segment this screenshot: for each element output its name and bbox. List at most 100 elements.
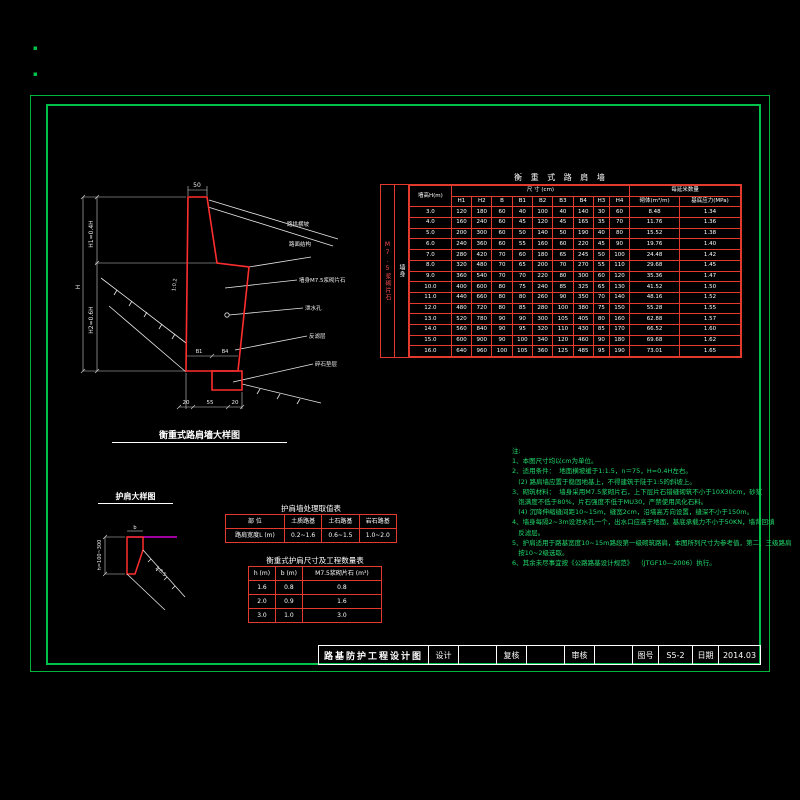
table-cell: 80 [552, 270, 574, 283]
note-line: 按10~2级选取。 [512, 549, 569, 558]
reviewer-label: 审核 [564, 646, 594, 664]
table-cell: 60 [592, 270, 610, 283]
table-cell: 41.52 [629, 281, 680, 293]
table-cell: 60 [552, 238, 574, 251]
table-cell: 125 [552, 345, 574, 357]
table-cell: 180 [471, 206, 493, 219]
dimension-lines [80, 186, 245, 410]
table-cell: 280 [450, 249, 473, 261]
notes-block: 注:1、本图尺寸均以cm为单位。2、适用条件： 地面横坡缓于1:1.5，n＝75… [512, 446, 792, 568]
table-cell: 15.0 [409, 334, 452, 347]
table-header-cell: b (m) [274, 566, 303, 581]
table-cell: 70 [552, 259, 574, 272]
screen-artifact: ▪ [33, 70, 38, 78]
designer-label: 设计 [428, 646, 458, 664]
table-cell: 48.16 [629, 291, 680, 304]
table-cell: 70 [608, 217, 631, 229]
table-cell: 460 [572, 334, 594, 347]
table-cell: 600 [450, 334, 473, 347]
table-cell: 1.36 [678, 217, 742, 229]
table-cell: 0.8 [301, 580, 383, 595]
leader-masonry: 墙身M7.5浆砌片石 [299, 276, 345, 284]
table-cell: 11.0 [409, 291, 452, 304]
table-cell: 1.38 [678, 227, 742, 240]
table-cell: 120 [531, 217, 554, 229]
table-cell: 45 [552, 217, 574, 229]
table-cell: 220 [531, 270, 554, 283]
table-cell: 55 [511, 238, 534, 251]
table-header-cell: B3 [552, 195, 574, 208]
table-cell: 29.68 [629, 259, 680, 272]
table-cell: 160 [608, 313, 631, 325]
table-header-cell: B4 [572, 195, 594, 208]
shoulder-dim-b: b [133, 525, 136, 531]
table-cell: 480 [471, 259, 493, 272]
shoulder-dim-h: h=100~300 [97, 540, 103, 571]
table-cell: 3.0 [248, 608, 276, 623]
table-cell: 70 [491, 259, 513, 272]
checker-value [526, 646, 564, 664]
table-cell: 190 [608, 345, 631, 357]
note-line: 2、适用条件： 地面横坡缓于1:1.5，n＝75，H=0.4H左右。 [512, 467, 692, 476]
table-cell: 0.6~1.5 [321, 528, 360, 543]
table-cell: 0.9 [274, 594, 303, 609]
table-cell: 0.8 [274, 580, 303, 595]
note-line: 注: [512, 447, 521, 455]
table-cell: 60 [491, 206, 513, 219]
shoulder-outline [126, 536, 144, 575]
table-cell: 480 [450, 302, 473, 315]
leader-road-crossfall: 路拱横坡 [287, 220, 310, 228]
title-block: 路基防护工程设计图 设计 复核 审核 图号 S5-2 日期 2014.03 [318, 645, 761, 665]
table-cell: 325 [572, 281, 594, 293]
table-cell: 1.6 [248, 580, 276, 595]
table-cell: 240 [471, 217, 493, 229]
table-cell: 90 [608, 238, 631, 251]
table-cell: 80 [491, 281, 513, 293]
table-cell: 3.0 [301, 608, 383, 623]
shoulder-detail-drawing: h=100~300 b 1:0.5 [97, 525, 186, 611]
table-cell: 73.01 [629, 345, 680, 357]
main-table-title: 衡 重 式 路 肩 墙 [514, 173, 608, 182]
leader-filter: 反滤层 [309, 332, 326, 340]
table-cell: 540 [471, 270, 493, 283]
table-cell: 340 [531, 334, 554, 347]
table-cell: 110 [552, 323, 574, 336]
wall-section-drawing: 50 H1=0.4H H2=0.6H H 20 55 20 B1 B4 1:0.… [75, 182, 345, 410]
table-cell: 90 [491, 334, 513, 347]
table-header-cell: 土质路基 [283, 514, 323, 529]
table-cell: 485 [572, 345, 594, 357]
table-cell: 40 [511, 206, 534, 219]
table-cell: 140 [531, 227, 554, 240]
table-cell: 75 [511, 281, 534, 293]
table-cell: 60 [491, 238, 513, 251]
screen-artifact: ▪ [33, 44, 38, 52]
table-cell: 405 [572, 313, 594, 325]
table-cell: 75 [592, 302, 610, 315]
table-cell: 165 [572, 217, 594, 229]
table-header-cell: B2 [531, 195, 554, 208]
table-cell: 13.0 [409, 313, 452, 325]
table-cell: 150 [608, 302, 631, 315]
table-header-cell: h (m) [248, 566, 276, 581]
table-cell: 5.0 [409, 227, 452, 240]
table-a-title: 护肩墙处理取值表 [281, 504, 341, 513]
note-line: 5、护肩适用于路基宽度10~15m路段第一级砌筑路肩，本图所列尺寸为参考值，第二… [512, 538, 792, 547]
table-cell: 320 [450, 259, 473, 272]
table-cell: 55.28 [629, 302, 680, 315]
table-cell: 1.60 [678, 323, 742, 336]
table-cell: 280 [531, 302, 554, 315]
table-cell: 70 [491, 249, 513, 261]
table-cell: 170 [608, 323, 631, 336]
table-cell: 60 [491, 217, 513, 229]
table-cell: 2.0 [248, 594, 276, 609]
table-cell: 95 [592, 345, 610, 357]
